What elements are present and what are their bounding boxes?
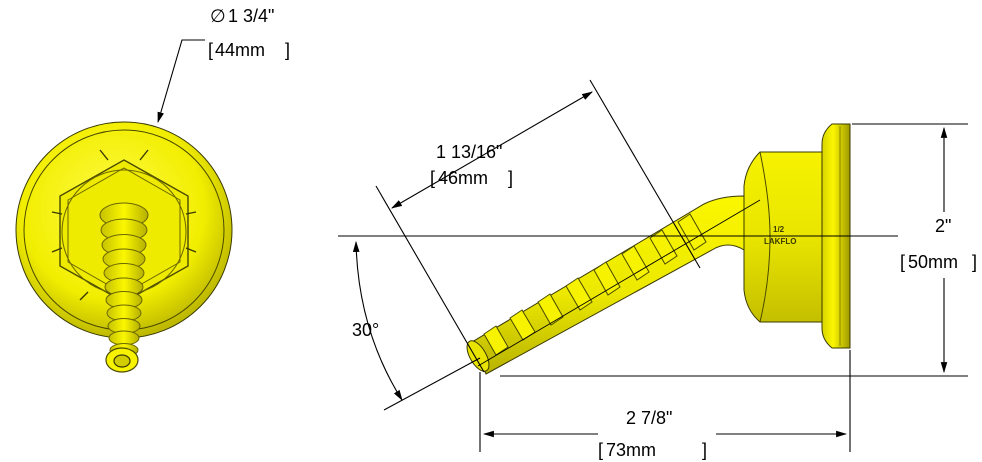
height-mm: 50mm — [908, 252, 958, 272]
front-spout-opening — [113, 354, 131, 368]
stamp-size: 1/2 — [773, 225, 785, 234]
side-hex-body — [743, 151, 823, 323]
length-ext-top — [589, 79, 701, 269]
stamp-brand: LAKFLO — [764, 237, 796, 246]
length-inches: 1 13/16" — [436, 142, 502, 162]
diameter-inches: 1 3/4" — [228, 6, 274, 26]
width-mm: 73mm — [606, 440, 656, 460]
height-label-bg — [898, 212, 978, 278]
angle-arc — [352, 240, 403, 401]
length-dim-line — [391, 91, 593, 209]
width-bracket-left: [ — [598, 440, 603, 460]
spout-centerline — [477, 199, 761, 367]
height-bracket-left: [ — [900, 252, 905, 272]
diameter-symbol: ∅ — [210, 6, 226, 26]
width-inches: 2 7/8" — [626, 408, 672, 428]
length-bracket-left: [ — [430, 168, 435, 188]
front-barbs — [99, 202, 149, 357]
angle-label: 30° — [352, 320, 379, 340]
diameter-leader — [157, 39, 205, 124]
width-bracket-right: ] — [702, 440, 707, 460]
height-bracket-right: ] — [972, 252, 977, 272]
side-spout-tip — [466, 340, 490, 372]
front-hex-corner-marks — [51, 149, 197, 301]
length-mm: 46mm — [438, 168, 488, 188]
angle-ext — [383, 357, 481, 411]
front-view: ∅ 1 3/4" [ 44mm ] — [15, 6, 290, 373]
length-ext-bottom — [375, 185, 485, 373]
side-view: 1/2 LAKFLO 1 13/16" [ 46mm ] 30° 2" [ 50… — [338, 79, 978, 460]
side-barbs — [483, 213, 707, 356]
bracket-right: ] — [285, 40, 290, 60]
length-bracket-right: ] — [508, 168, 513, 188]
height-inches: 2" — [935, 216, 951, 236]
diameter-mm: 44mm — [215, 40, 265, 60]
bracket-left: [ — [208, 40, 213, 60]
